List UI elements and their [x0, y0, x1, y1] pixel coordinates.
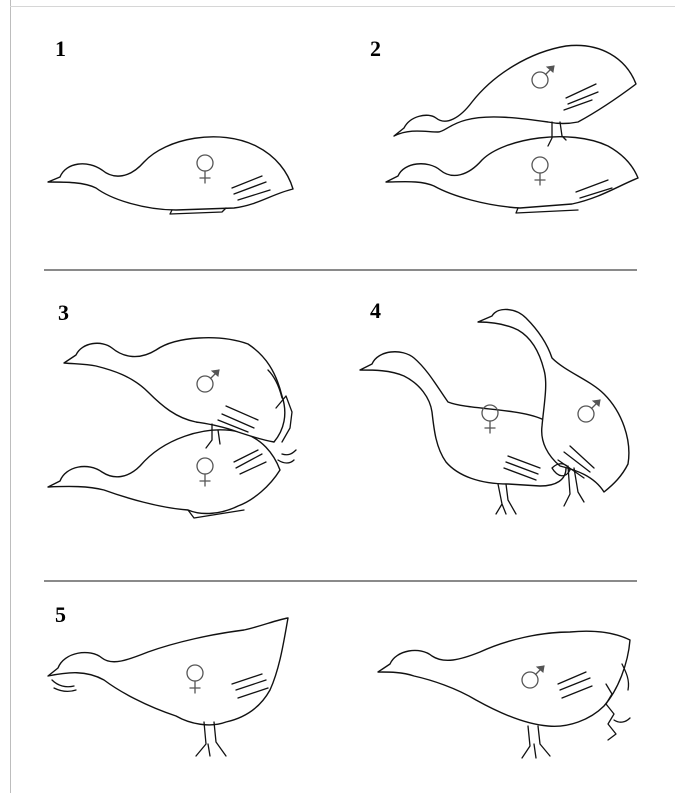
panel-number-3: 3 [58, 300, 69, 325]
panel-number-2: 2 [370, 36, 381, 61]
panel-5-male-display [378, 631, 630, 758]
panel-4-post-copulation [360, 309, 629, 514]
panel-5-female-display [48, 618, 288, 756]
panel-1-female-crouching [48, 137, 293, 214]
panel-number-1: 1 [55, 36, 66, 61]
panel-2-mounting [386, 45, 638, 213]
panel-number-5: 5 [55, 602, 66, 627]
panel-number-4: 4 [370, 298, 381, 323]
panel-3-copulation [48, 338, 296, 518]
